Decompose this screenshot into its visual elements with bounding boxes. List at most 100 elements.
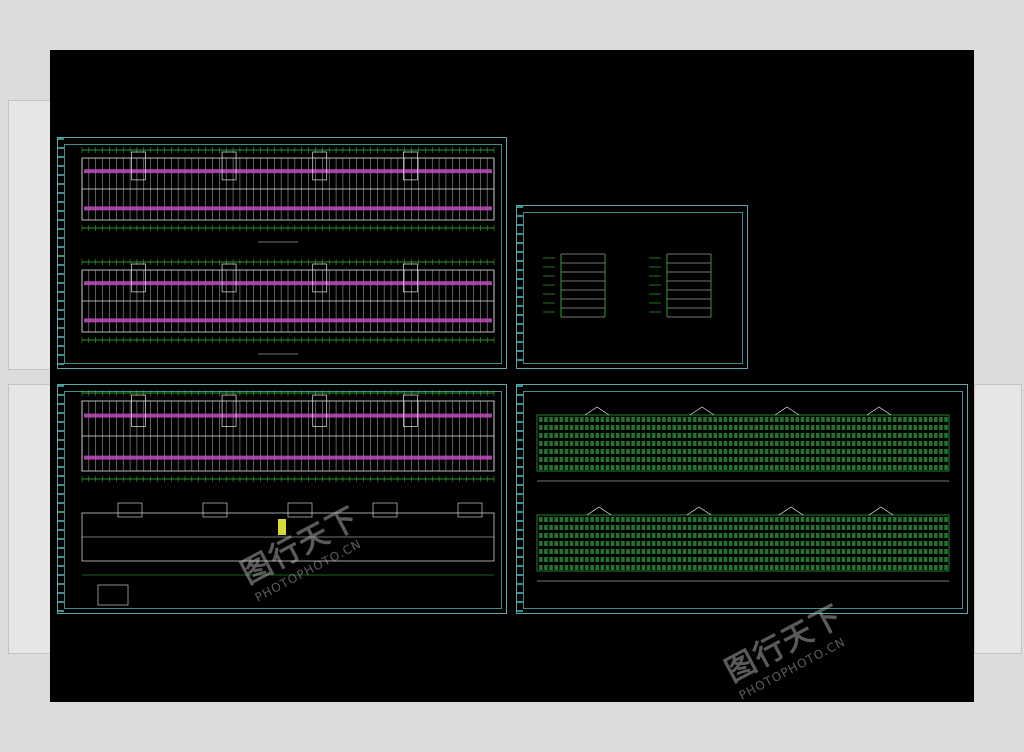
window bbox=[713, 417, 718, 422]
window bbox=[621, 517, 625, 522]
window bbox=[903, 425, 907, 430]
window bbox=[764, 541, 769, 546]
window bbox=[923, 557, 928, 562]
window bbox=[769, 425, 774, 430]
window bbox=[626, 541, 630, 546]
window bbox=[928, 565, 933, 570]
window bbox=[790, 549, 794, 554]
window bbox=[749, 541, 753, 546]
window bbox=[677, 441, 682, 446]
window bbox=[908, 425, 912, 430]
window bbox=[816, 465, 820, 470]
window bbox=[785, 541, 789, 546]
window bbox=[713, 517, 718, 522]
window bbox=[754, 425, 759, 430]
window bbox=[733, 549, 738, 554]
window bbox=[564, 557, 569, 562]
window bbox=[898, 525, 902, 530]
background-thumbnail-left-top bbox=[8, 100, 52, 370]
window bbox=[918, 517, 923, 522]
window bbox=[718, 557, 723, 562]
window bbox=[795, 517, 800, 522]
window bbox=[615, 417, 620, 422]
window bbox=[539, 441, 543, 446]
window bbox=[841, 449, 846, 454]
window bbox=[687, 517, 692, 522]
window bbox=[641, 565, 646, 570]
window bbox=[903, 465, 907, 470]
sheet-inner-frame bbox=[523, 391, 963, 609]
stair-core bbox=[221, 151, 237, 181]
window bbox=[892, 565, 897, 570]
window bbox=[636, 457, 641, 462]
window bbox=[867, 465, 871, 470]
furniture-band bbox=[84, 206, 492, 211]
window bbox=[687, 533, 692, 538]
window bbox=[595, 457, 600, 462]
window bbox=[867, 533, 871, 538]
window bbox=[667, 441, 671, 446]
window bbox=[585, 457, 589, 462]
window bbox=[764, 449, 769, 454]
window bbox=[851, 549, 856, 554]
sheet-sections[interactable] bbox=[516, 205, 748, 369]
window bbox=[887, 533, 892, 538]
window bbox=[826, 517, 830, 522]
window bbox=[621, 557, 625, 562]
window bbox=[636, 441, 641, 446]
window bbox=[656, 457, 661, 462]
window bbox=[836, 417, 841, 422]
window bbox=[826, 457, 830, 462]
window bbox=[610, 441, 615, 446]
sheet-elevations[interactable] bbox=[516, 384, 968, 614]
window bbox=[754, 441, 759, 446]
window bbox=[877, 517, 882, 522]
sheet-floor-plans-bottom[interactable] bbox=[57, 384, 507, 614]
window bbox=[851, 525, 856, 530]
window bbox=[677, 541, 682, 546]
window bbox=[831, 565, 836, 570]
window bbox=[569, 517, 574, 522]
window bbox=[641, 517, 646, 522]
window bbox=[667, 449, 671, 454]
window bbox=[913, 525, 918, 530]
roof-gable bbox=[866, 406, 892, 416]
window bbox=[841, 433, 846, 438]
window bbox=[662, 565, 666, 570]
window bbox=[908, 533, 912, 538]
window bbox=[841, 541, 846, 546]
window bbox=[728, 525, 733, 530]
window bbox=[780, 449, 784, 454]
window bbox=[703, 557, 707, 562]
window bbox=[795, 533, 800, 538]
window bbox=[898, 417, 902, 422]
window bbox=[851, 565, 856, 570]
window bbox=[928, 525, 933, 530]
window bbox=[703, 457, 707, 462]
window bbox=[544, 433, 548, 438]
background-thumbnail-right bbox=[974, 384, 1022, 654]
window bbox=[574, 533, 579, 538]
roof-gable bbox=[686, 506, 712, 516]
window bbox=[636, 549, 641, 554]
window bbox=[795, 541, 800, 546]
window bbox=[569, 441, 574, 446]
window bbox=[821, 449, 825, 454]
window bbox=[549, 525, 553, 530]
sheet-floor-plans-top[interactable] bbox=[57, 137, 507, 369]
window bbox=[549, 465, 553, 470]
window bbox=[795, 449, 800, 454]
window bbox=[662, 441, 666, 446]
window bbox=[605, 517, 610, 522]
window bbox=[774, 525, 779, 530]
window bbox=[662, 557, 666, 562]
window bbox=[754, 417, 759, 422]
window bbox=[816, 417, 820, 422]
window bbox=[574, 433, 579, 438]
window bbox=[898, 557, 902, 562]
window bbox=[892, 541, 897, 546]
window bbox=[651, 525, 656, 530]
window bbox=[698, 465, 702, 470]
window bbox=[774, 465, 779, 470]
window bbox=[908, 557, 912, 562]
